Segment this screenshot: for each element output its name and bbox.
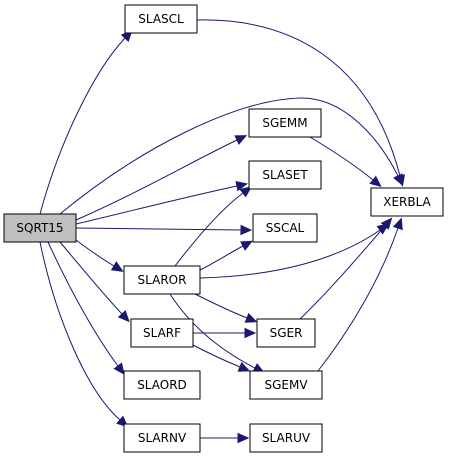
edge-sqrt15-to-slaset [75, 180, 248, 225]
node-label-slarnv: SLARNV [138, 431, 187, 445]
node-label-sgemm: SGEMM [262, 116, 307, 130]
node-label-sgemv: SGEMV [264, 378, 308, 392]
arrowhead-slarnv-to-slaruv [237, 432, 250, 444]
edge-slascl-to-xerbla [196, 19, 406, 187]
arrowhead-slaror-to-slaset [239, 186, 252, 198]
edge-line-sgemv-to-xerbla [317, 227, 399, 372]
edge-slarf-to-sger [193, 327, 257, 339]
node-label-slaord: SLAORD [137, 378, 187, 392]
edge-sqrt15-to-xerbla [59, 97, 404, 215]
arrowhead-sqrt15-to-slaord [113, 362, 125, 375]
edge-line-sqrt15-to-slaror [75, 239, 115, 267]
edge-sgemm-to-xerbla [309, 136, 382, 188]
arrowhead-sqrt15-to-sscal [240, 224, 253, 236]
node-slarf[interactable]: SLARF [130, 318, 194, 348]
edge-line-sger-to-xerbla [299, 225, 386, 320]
node-sscal[interactable]: SSCAL [252, 213, 318, 243]
node-slaset[interactable]: SLASET [248, 160, 322, 190]
edge-sqrt15-to-sgemm [75, 135, 248, 221]
edge-line-sqrt15-to-slaord [47, 241, 119, 367]
node-label-slaset: SLASET [262, 168, 308, 182]
node-label-sscal: SSCAL [266, 221, 305, 235]
node-sgemm[interactable]: SGEMM [248, 108, 322, 138]
edge-sgemv-to-xerbla [317, 217, 403, 372]
edge-line-slaror-to-sger [194, 293, 248, 319]
edge-line-slaror-to-sscal [199, 245, 244, 271]
arrowhead-sger-to-xerbla [380, 217, 393, 230]
edge-slaror-to-sscal [199, 240, 253, 271]
node-label-slaruv: SLARUV [262, 431, 311, 445]
edge-sqrt15-to-sscal [75, 224, 253, 236]
arrowhead-sgemm-to-xerbla [369, 175, 382, 188]
node-sgemv[interactable]: SGEMV [249, 370, 323, 400]
edge-sqrt15-to-slascl [39, 29, 133, 215]
edge-slaror-to-slaset [174, 186, 252, 267]
edge-slarnv-to-slaruv [200, 432, 250, 444]
edge-line-sqrt15-to-xerbla [59, 97, 399, 215]
edge-slarf-to-sgemv [192, 344, 251, 372]
edge-line-sqrt15-to-slarf [59, 241, 123, 315]
arrowhead-sqrt15-to-slaror [110, 261, 124, 272]
edge-layer [39, 19, 406, 444]
edge-line-slarf-to-sgemv [192, 344, 241, 368]
edge-line-sgemm-to-xerbla [309, 136, 374, 181]
node-label-sger: SGER [270, 326, 303, 340]
edge-line-sqrt15-to-sgemm [75, 139, 238, 221]
arrowhead-sgemv-to-xerbla [392, 217, 403, 231]
node-slaruv[interactable]: SLARUV [249, 423, 323, 453]
node-slascl[interactable]: SLASCL [124, 4, 198, 34]
node-label-xerbla: XERBLA [383, 195, 431, 209]
edge-line-sqrt15-to-slaset [75, 185, 238, 225]
edge-sqrt15-to-slaord [47, 241, 125, 375]
edge-slaror-to-sger [194, 293, 258, 323]
arrowhead-sqrt15-to-sgemm [234, 135, 248, 146]
edge-line-slaror-to-xerbla [199, 229, 381, 279]
edge-line-sqrt15-to-sscal [75, 227, 242, 231]
node-slarnv[interactable]: SLARNV [123, 423, 201, 453]
edge-line-sqrt15-to-slarnv [39, 241, 121, 421]
edge-line-slascl-to-xerbla [196, 19, 401, 177]
edge-sqrt15-to-slarf [59, 241, 130, 323]
arrowhead-slarf-to-sgemv [237, 361, 251, 372]
node-xerbla[interactable]: XERBLA [370, 187, 444, 217]
node-sqrt15[interactable]: SQRT15 [3, 213, 77, 243]
edge-line-slaror-to-slaset [174, 192, 244, 267]
node-slaord[interactable]: SLAORD [123, 370, 201, 400]
node-slaror[interactable]: SLAROR [123, 265, 201, 295]
edge-line-sqrt15-to-slascl [39, 37, 126, 215]
node-label-slarf: SLARF [143, 326, 181, 340]
arrowhead-slascl-to-xerbla [394, 174, 406, 187]
node-label-sqrt15: SQRT15 [16, 221, 63, 235]
edge-sqrt15-to-slaror [75, 239, 124, 272]
arrowhead-slaror-to-sger [244, 312, 258, 323]
arrowhead-sqrt15-to-slarf [117, 310, 130, 323]
edge-line-slaror-to-sgemv [169, 293, 256, 369]
node-sger[interactable]: SGER [256, 318, 316, 348]
node-label-slascl: SLASCL [138, 12, 184, 26]
arrowhead-slaror-to-sscal [240, 240, 253, 251]
arrowhead-slarf-to-sger [244, 327, 257, 339]
arrowhead-sqrt15-to-slaset [235, 180, 248, 192]
edge-sger-to-xerbla [299, 217, 393, 320]
node-label-slaror: SLAROR [138, 273, 187, 287]
